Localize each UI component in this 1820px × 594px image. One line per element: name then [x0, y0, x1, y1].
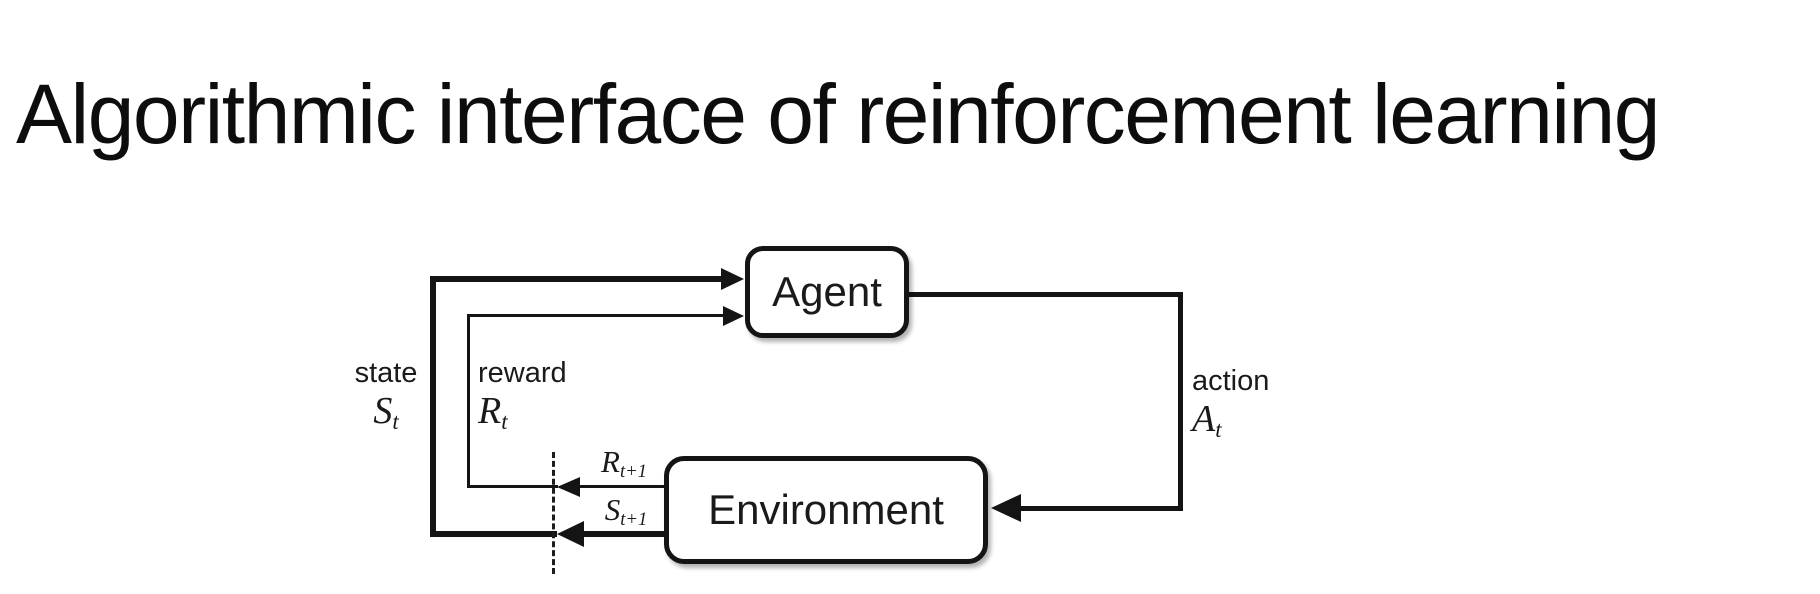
- page-title: Algorithmic interface of reinforcement l…: [16, 67, 1660, 162]
- state-symbol: St: [373, 390, 399, 435]
- state-edge-label: state St: [342, 357, 430, 435]
- next-reward-arrowhead-icon: [557, 477, 580, 497]
- next-reward-symbol: Rt+1: [601, 444, 647, 482]
- action-line-bottom: [1021, 506, 1183, 511]
- reward-line-bottom-left: [467, 485, 558, 488]
- reward-line-bottom-right: [580, 485, 665, 488]
- action-symbol: At: [1192, 398, 1222, 443]
- next-state-arrowhead-icon: [557, 521, 584, 547]
- action-word: action: [1192, 365, 1270, 397]
- reward-edge-label: reward Rt: [478, 357, 567, 435]
- state-line-bottom-right: [584, 531, 666, 537]
- action-line-top: [906, 292, 1183, 297]
- action-to-environment-arrowhead-icon: [991, 494, 1021, 522]
- state-word: state: [354, 357, 418, 389]
- time-boundary-dashed-line: [552, 452, 555, 574]
- action-edge-label: action At: [1192, 365, 1270, 443]
- reward-to-agent-arrowhead-icon: [723, 306, 744, 326]
- environment-node-label: Environment: [708, 486, 944, 533]
- agent-node-label: Agent: [772, 268, 882, 315]
- action-line-vertical: [1178, 292, 1183, 511]
- reward-line-vertical: [467, 314, 470, 488]
- reward-line-top: [467, 314, 724, 317]
- state-to-agent-arrowhead-icon: [721, 268, 744, 290]
- agent-node: Agent: [745, 246, 909, 338]
- state-line-vertical: [430, 276, 436, 537]
- reward-symbol: Rt: [478, 390, 508, 435]
- state-line-bottom-left: [430, 531, 557, 537]
- next-state-symbol: St+1: [604, 492, 648, 530]
- state-line-top: [430, 276, 723, 282]
- reward-word: reward: [478, 357, 567, 389]
- environment-node: Environment: [664, 456, 988, 564]
